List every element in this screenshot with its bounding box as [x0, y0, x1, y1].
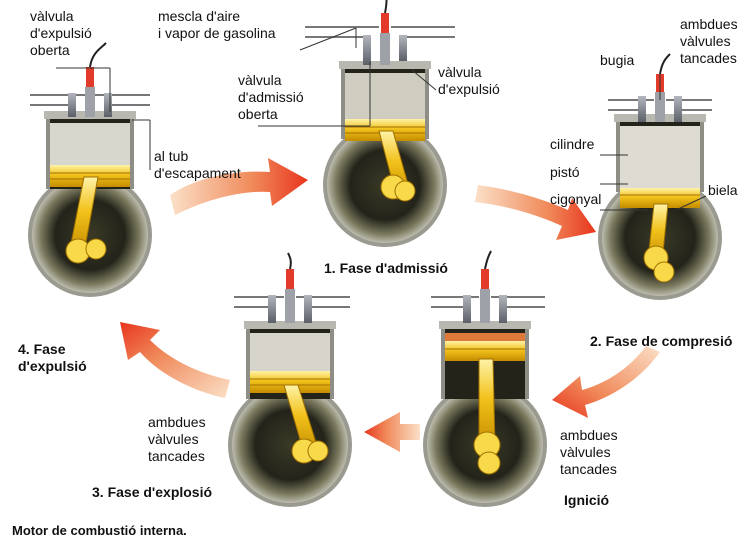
engine-admission: [305, 0, 455, 247]
label-both-valves-closed-ignition: ambdues vàlvules tancades: [560, 427, 618, 478]
label-both-valves-closed-explosion: ambdues vàlvules tancades: [148, 414, 206, 465]
label-both-valves-closed-top: ambdues vàlvules tancades: [680, 16, 738, 67]
phase-1-title: 1. Fase d'admissió: [324, 260, 448, 277]
engine-expulsion: [28, 43, 152, 297]
engine-ignition: [423, 251, 547, 507]
label-exhaust-pipe: al tub d'escapament: [154, 148, 241, 182]
label-intake-valve-open: vàlvula d'admissió oberta: [238, 72, 304, 123]
cycle-arrow-3: [552, 346, 660, 418]
label-air-fuel-mix: mescla d'aire i vapor de gasolina: [158, 8, 276, 42]
label-crankshaft: cigonyal: [550, 191, 601, 208]
phase-2-title: 2. Fase de compresió: [590, 333, 732, 350]
phase-4-title: 4. Fase d'expulsió: [18, 341, 87, 375]
label-spark-plug: bugia: [600, 52, 634, 69]
label-piston: pistó: [550, 164, 580, 181]
cycle-arrow-4: [364, 412, 420, 452]
engine-explosion: [228, 253, 352, 507]
label-ignition: Ignició: [564, 492, 609, 509]
phase-3-title: 3. Fase d'explosió: [92, 484, 212, 501]
figure-caption: Motor de combustió interna.: [12, 522, 187, 539]
label-connecting-rod: biela: [708, 182, 738, 199]
label-cylinder: cilindre: [550, 136, 594, 153]
label-exhaust-valve: vàlvula d'expulsió: [438, 64, 500, 98]
cycle-arrow-5: [120, 322, 230, 398]
label-exhaust-valve-open: vàlvula d'expulsió oberta: [30, 8, 92, 59]
